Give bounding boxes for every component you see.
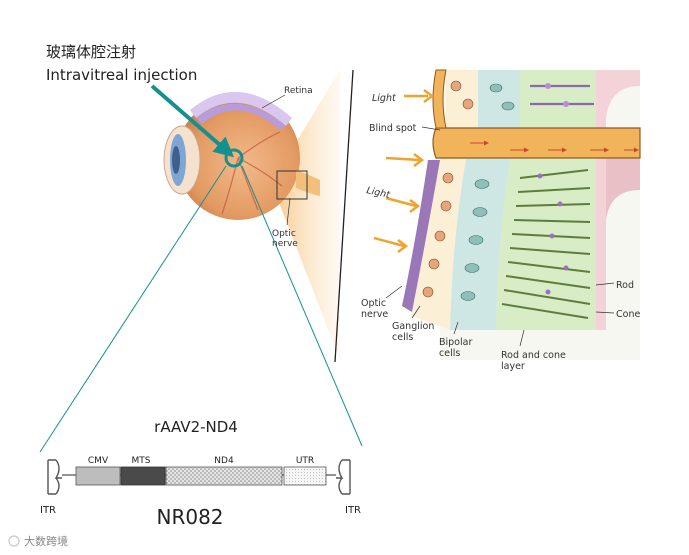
- segment-label-utr: UTR: [296, 456, 314, 466]
- injection-label-en: Intravitreal injection: [46, 66, 197, 84]
- optic-nerve-band: [432, 127, 641, 159]
- watermark-text: 大数跨境: [24, 534, 68, 548]
- zoom-line-right: [241, 165, 363, 447]
- injection-label-cn: 玻璃体腔注射: [46, 43, 136, 61]
- itr-left-label: ITR: [40, 505, 56, 516]
- pupil: [172, 146, 180, 174]
- top-neurons: [450, 80, 594, 111]
- segment-mts: [120, 466, 166, 486]
- bipolar-cells: [460, 179, 490, 301]
- itr-left-shape: [47, 459, 62, 495]
- injection-arrow: [150, 84, 235, 158]
- light-arrows: [373, 89, 435, 253]
- zoom-line-left: [39, 165, 227, 453]
- segment-label-cmv: CMV: [88, 456, 109, 466]
- segment-label-mts: MTS: [132, 456, 151, 466]
- optic-nerve-stub: [296, 170, 320, 196]
- magnify-beam: [278, 70, 340, 360]
- magnify-box: [276, 170, 308, 200]
- watermark-logo-icon: [8, 535, 20, 547]
- segment-label-nd4: ND4: [214, 456, 234, 466]
- gene-construct: rAAV2-ND4 CMV MTS ND4 UTR ITR ITR NR082: [40, 418, 361, 529]
- blind-spot-label: Blind spot: [369, 123, 417, 134]
- itr-right-shape: [336, 459, 351, 495]
- itr-right-label: ITR: [345, 505, 361, 516]
- construct-title: rAAV2-ND4: [154, 418, 238, 436]
- rod-label: Rod: [616, 280, 634, 291]
- segment-utr: [283, 466, 327, 486]
- watermark: 大数跨境: [8, 534, 68, 548]
- retina-label: Retina: [284, 86, 313, 96]
- light-label-mid: Light: [365, 185, 392, 201]
- segment-cmv: [75, 466, 121, 486]
- segment-nd4: [165, 466, 283, 486]
- retina-panel: [334, 69, 641, 363]
- construct-name: NR082: [156, 505, 223, 529]
- eye-illustration: [163, 70, 340, 360]
- ganglion-cells: [422, 172, 454, 298]
- retina-layer: [190, 91, 292, 126]
- light-label-top: Light: [372, 93, 397, 104]
- cone-label: Cone: [616, 309, 640, 320]
